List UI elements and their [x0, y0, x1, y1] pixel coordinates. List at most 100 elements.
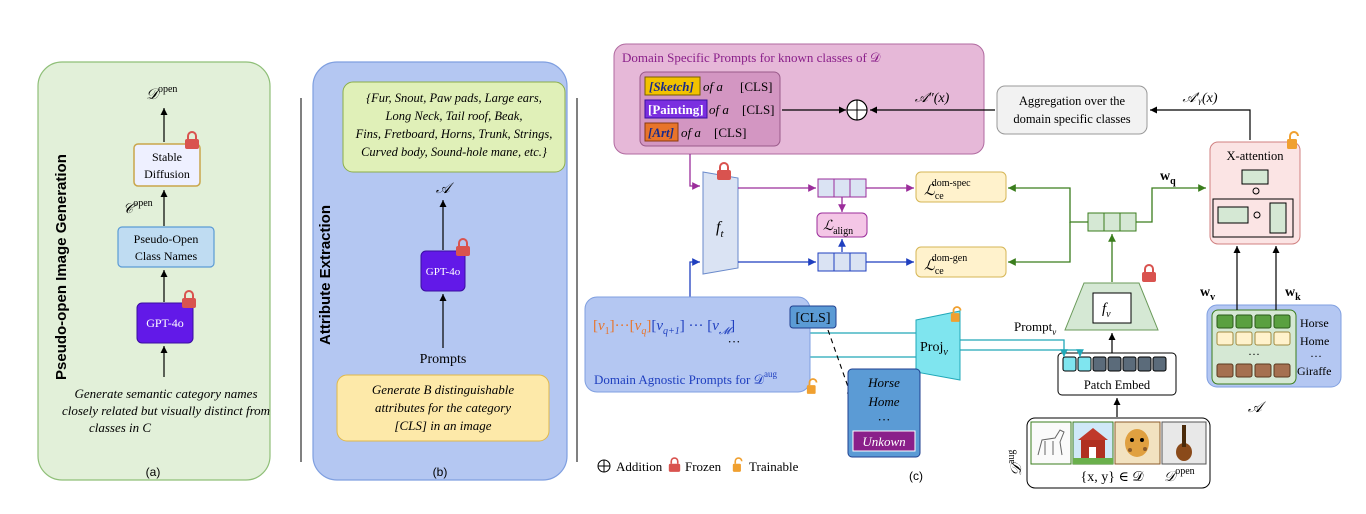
fv-inner-box: [1092, 292, 1132, 324]
class-list-home: Home: [867, 394, 899, 409]
prompt-text-box: [336, 374, 550, 442]
sample-image-guitar: [1161, 421, 1207, 465]
legend-trainable: Trainable: [749, 459, 799, 474]
x-attention-kv-frame: [1212, 198, 1294, 238]
panel-b-title: Attribute Extraction: [317, 205, 334, 345]
gpt-4o-label-a: GPT-4o: [146, 316, 184, 330]
l-dom-gen-label: ℒcedom-gen: [924, 253, 967, 277]
domain-tag-painting-text: [Painting]: [648, 102, 704, 117]
a-double-prime-label: 𝒜″(x): [915, 91, 950, 106]
pseudo-open-line1: Pseudo-Open: [134, 232, 199, 246]
stable-diffusion-line1: Stable: [152, 150, 182, 164]
sample-image-horse: [1030, 421, 1072, 465]
attributes-line1: {Fur, Snout, Paw pads, Large ears,: [366, 91, 542, 105]
pseudo-open-class-names-box: [117, 226, 215, 268]
attr-class-ellipsis: ···: [1310, 349, 1322, 363]
aggregation-box: [996, 85, 1148, 135]
align-loss-box: [816, 212, 868, 238]
attr-class-horse: Horse: [1300, 316, 1329, 330]
wk-label: wk: [1285, 285, 1301, 303]
caption-c: (c): [909, 469, 923, 483]
attr-class-home: Home: [1300, 334, 1329, 348]
attributes-line2: Long Neck, Tail roof, Beak,: [385, 109, 523, 123]
attributes-line4: Curved body, Sound-hole mane, etc.}: [361, 145, 547, 159]
domain-agnostic-prompts-box: [584, 296, 811, 393]
legend-frozen: Frozen: [685, 459, 722, 474]
description-a-line1: Generate semantic category names: [74, 386, 257, 401]
domain-prompt-sketch: [Sketch] of a [CLS]: [644, 76, 773, 96]
sample-image-home: [1072, 421, 1114, 465]
attribute-set-label-c: 𝒜: [1248, 400, 1267, 416]
caption-a: (a): [146, 465, 161, 479]
gpt-4o-label-b: GPT-4o: [426, 266, 461, 278]
domain-prompt-art-cls: [CLS]: [714, 125, 747, 140]
domain-prompt-painting-cls: [CLS]: [742, 102, 775, 117]
domain-agnostic-text-features: [817, 252, 867, 272]
description-a-line3: classes in C: [89, 420, 151, 435]
pseudo-open-line2: Class Names: [135, 249, 198, 263]
trainable-lock-icon: [732, 457, 743, 472]
cls-token-box: [789, 305, 837, 329]
unknown-class-box: [852, 430, 916, 452]
frozen-lock-icon: [668, 457, 681, 472]
a-y-prime-label: 𝒜′ᵧ(x): [1182, 91, 1217, 106]
l-dom-spec-label: ℒcedom-spec: [924, 178, 971, 202]
attributes-line3: Fins, Fretboard, Horns, Trunk, Strings,: [355, 127, 553, 141]
frozen-lock-icon: [716, 162, 732, 180]
d-aug-label: 𝒟aug: [1006, 450, 1025, 476]
dom-spec-loss-box: [915, 171, 1007, 203]
domain-tag-art: [644, 122, 679, 142]
set-label: {x, y} ∈ 𝒟: [1081, 470, 1145, 485]
domain-prompt-sketch-rest: of a: [703, 79, 723, 94]
wv-label: wv: [1200, 285, 1215, 303]
attr-class-giraffe: Giraffe: [1297, 364, 1331, 378]
panel-a-background: [37, 61, 271, 481]
frozen-lock-icon: [1141, 264, 1157, 282]
domain-prompt-art-rest: of a: [681, 125, 701, 140]
wq-label: wq: [1160, 169, 1176, 187]
gpt-4o-box-a: [136, 302, 194, 344]
prompt-text-line2: attributes for the category: [375, 400, 511, 415]
domain-tag-sketch-text: [Sketch]: [649, 79, 694, 94]
legend: Addition Frozen Trainable: [597, 457, 799, 474]
attributes-box: [342, 81, 566, 173]
patch-embed-label: Patch Embed: [1084, 378, 1151, 392]
panel-c: Domain Specific Prompts for known classe…: [584, 43, 1342, 489]
domain-tag-art-text: [Art]: [648, 125, 674, 140]
caption-b: (b): [433, 465, 448, 479]
x-attention-label: X-attention: [1227, 149, 1285, 163]
prompts-label: Prompts: [420, 352, 467, 367]
domain-prompt-painting: [Painting] of a [CLS]: [644, 99, 775, 119]
prompt-v-label: Promptv: [1014, 319, 1056, 337]
trainable-lock-icon: [950, 306, 962, 322]
class-list-unknown: Unkown: [862, 434, 905, 449]
x-attention-value-icon: [1269, 202, 1287, 234]
prompt-text-line1: Generate B distinguishable: [372, 382, 514, 397]
panel-b: Attribute Extraction {Fur, Snout, Paw pa…: [312, 61, 568, 481]
domain-tag-sketch: [644, 76, 701, 96]
agnostic-tokens: [v1]···[vq][vq+1] ··· [v𝓜]: [593, 318, 735, 337]
class-list-ellipsis: ···: [878, 412, 891, 427]
attribute-grid-ellipsis: ···: [1248, 347, 1260, 361]
addition-operator: [846, 99, 868, 121]
gpt-4o-box-b: [420, 250, 466, 292]
domain-tag-painting: [644, 99, 708, 119]
panel-a: Pseudo-open Image Generation 𝒟open Stabl…: [37, 61, 271, 481]
cls-token-label: [CLS]: [796, 311, 831, 326]
domain-prompt-painting-rest: of a: [709, 102, 729, 117]
trainable-lock-icon: [1286, 131, 1299, 149]
domain-prompt-art: [Art] of a [CLS]: [644, 122, 747, 142]
domain-specific-title: Domain Specific Prompts for known classe…: [622, 50, 881, 65]
image-features: [1087, 212, 1137, 232]
sample-image-giraffe: [1114, 421, 1161, 465]
d-open-label-c: 𝒟open: [1164, 466, 1195, 485]
domain-prompt-sketch-cls: [CLS]: [740, 79, 773, 94]
aggregation-line2: domain specific classes: [1013, 112, 1130, 126]
description-a-line2: closely related but visually distinct fr…: [62, 403, 270, 418]
stable-diffusion-box: [133, 143, 201, 187]
attribute-grid: [1216, 314, 1291, 378]
x-attention-key-icon: [1217, 206, 1249, 224]
ft-label: ft: [716, 219, 724, 240]
agnostic-title: Domain Agnostic Prompts for 𝒟aug: [594, 369, 777, 387]
